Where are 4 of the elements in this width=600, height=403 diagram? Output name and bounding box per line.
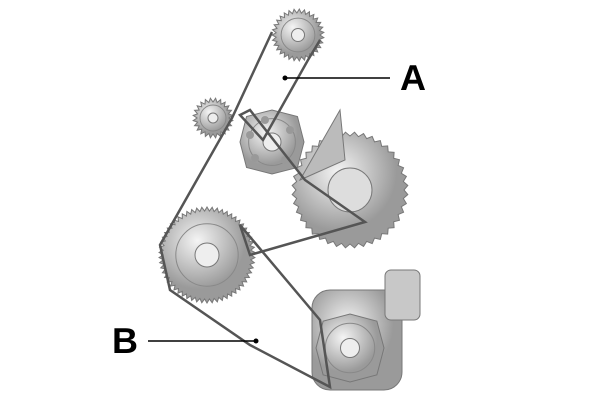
leader-line: [282, 76, 390, 80]
leader-line: [148, 338, 258, 344]
callout-letter: B: [108, 323, 142, 359]
callout-letter: A: [396, 60, 430, 96]
